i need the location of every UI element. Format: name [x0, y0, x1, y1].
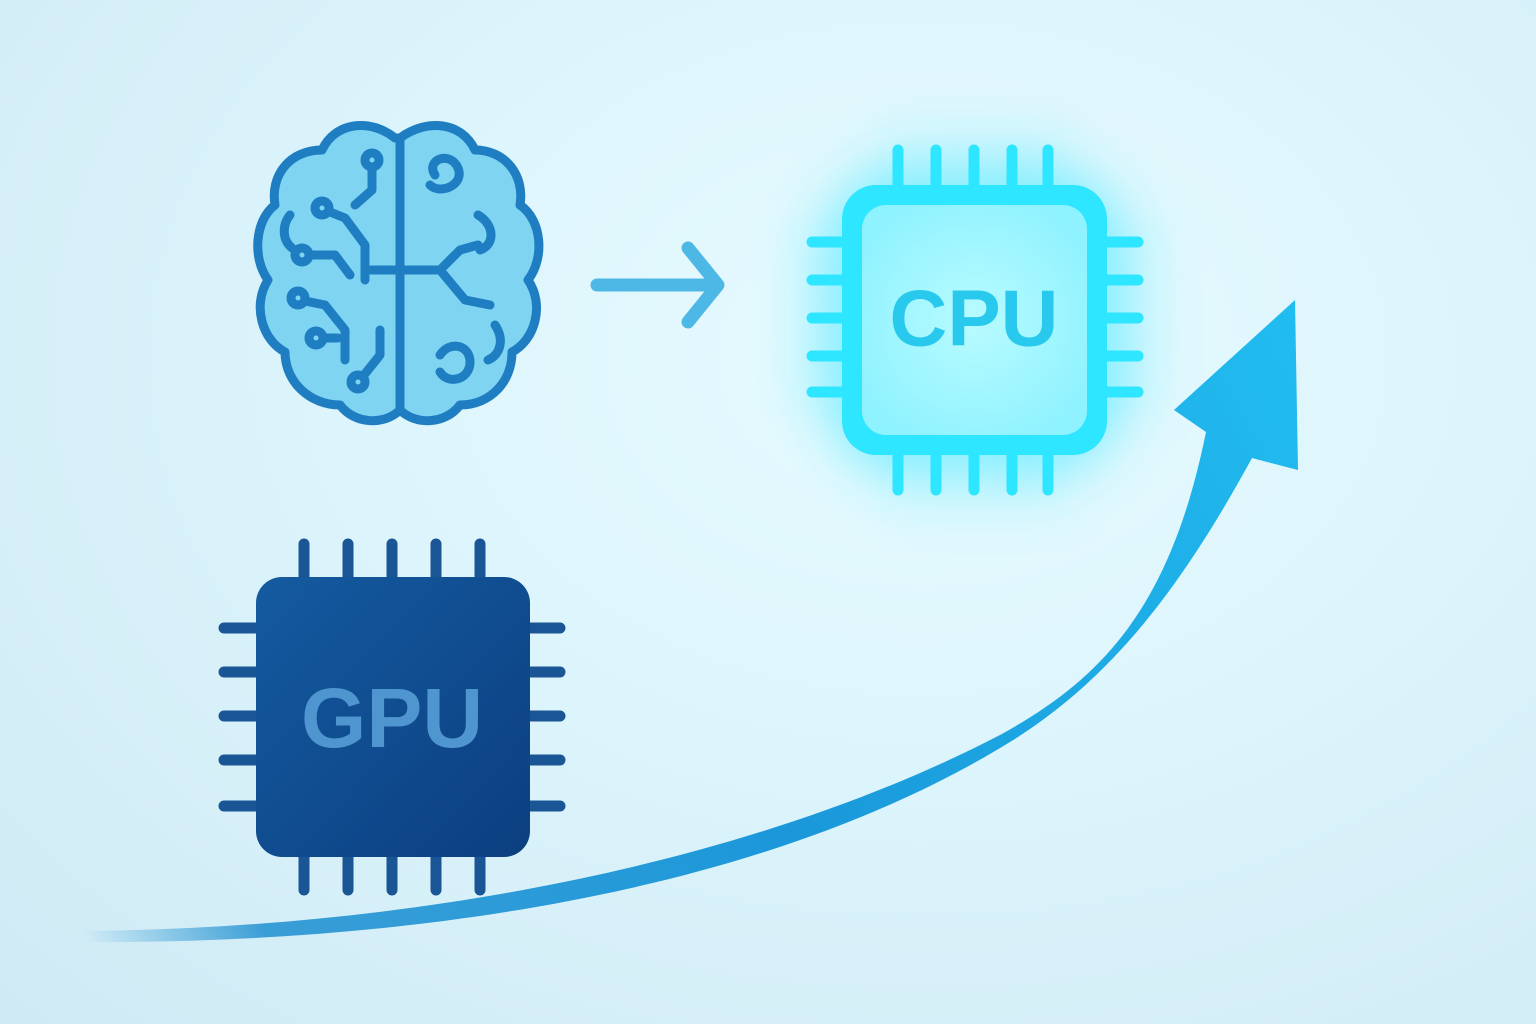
gpu-chip-icon [218, 538, 566, 896]
cpu-pins [806, 144, 1144, 496]
gpu-label: GPU [301, 671, 483, 765]
gpu-pins [218, 538, 566, 896]
brain-circuit-icon [253, 121, 544, 426]
cpu-chip-icon [806, 144, 1144, 496]
cpu-label: CPU [890, 274, 1059, 363]
arrow-right-icon [590, 241, 725, 329]
